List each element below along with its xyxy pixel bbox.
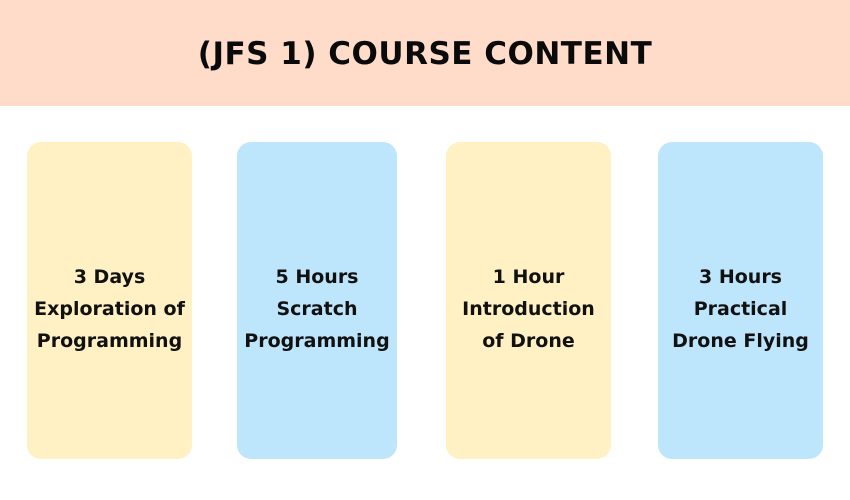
card-line: Drone Flying	[672, 329, 809, 352]
course-card-3: 1 Hour Introduction of Drone	[446, 142, 611, 459]
card-line: 3 Hours	[699, 265, 782, 288]
card-line: 1 Hour	[492, 265, 565, 288]
card-line: Introduction	[462, 297, 595, 320]
card-line: Programming	[244, 329, 390, 352]
card-text: 3 Hours Practical Drone Flying	[658, 261, 823, 357]
card-text: 5 Hours Scratch Programming	[237, 261, 397, 357]
course-card-4: 3 Hours Practical Drone Flying	[658, 142, 823, 459]
card-text: 1 Hour Introduction of Drone	[446, 261, 611, 357]
card-line: of Drone	[482, 329, 575, 352]
card-line: 5 Hours	[275, 265, 359, 288]
card-line: Scratch	[276, 297, 358, 320]
card-text: 3 Days Exploration of Programming	[27, 261, 192, 357]
course-card-2: 5 Hours Scratch Programming	[237, 142, 397, 459]
header-banner: (JFS 1) COURSE CONTENT	[0, 0, 850, 106]
card-line: Programming	[36, 329, 183, 352]
page-title: (JFS 1) COURSE CONTENT	[197, 35, 653, 72]
card-line: Practical	[693, 297, 788, 320]
card-line: 3 Days	[73, 265, 146, 288]
card-line: Exploration of	[34, 297, 185, 320]
course-card-1: 3 Days Exploration of Programming	[27, 142, 192, 459]
